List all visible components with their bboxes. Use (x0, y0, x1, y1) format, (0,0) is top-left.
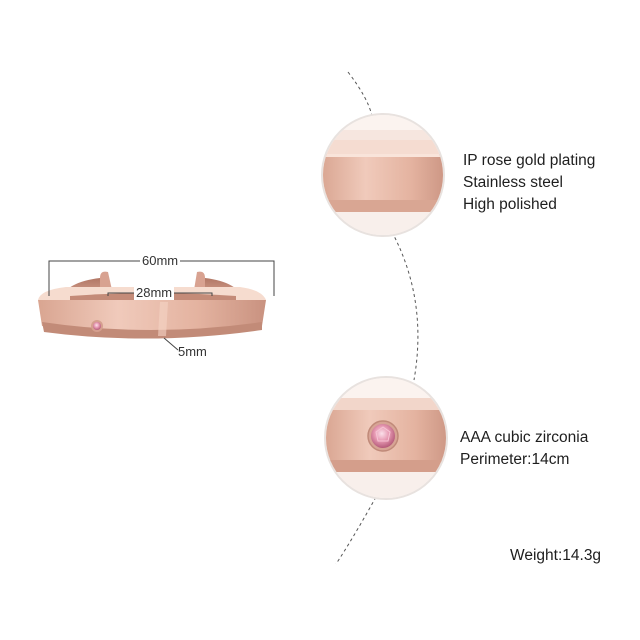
stone-feature-list: AAA cubic zirconia Perimeter:14cm (460, 427, 588, 471)
feature-stone: AAA cubic zirconia (460, 429, 589, 446)
feature-finish: High polished (463, 196, 557, 213)
feature-perimeter: Perimeter:14cm (460, 451, 570, 468)
dashed-guide-line (335, 71, 419, 565)
feature-material: Stainless steel (463, 174, 563, 191)
band-width-label: 5mm (178, 344, 207, 359)
bracelet-image (38, 271, 266, 339)
detail-circle-stone (324, 376, 448, 500)
outer-width-label: 60mm (140, 253, 181, 268)
detail-circle-plating (321, 113, 445, 237)
feature-plating: IP rose gold plating (463, 152, 596, 169)
inner-width-label: 28mm (134, 285, 175, 300)
plating-feature-list: IP rose gold plating Stainless steel Hig… (463, 150, 595, 216)
zirconia-stone-icon (367, 420, 399, 452)
weight-label: Weight:14.3g (510, 547, 602, 564)
